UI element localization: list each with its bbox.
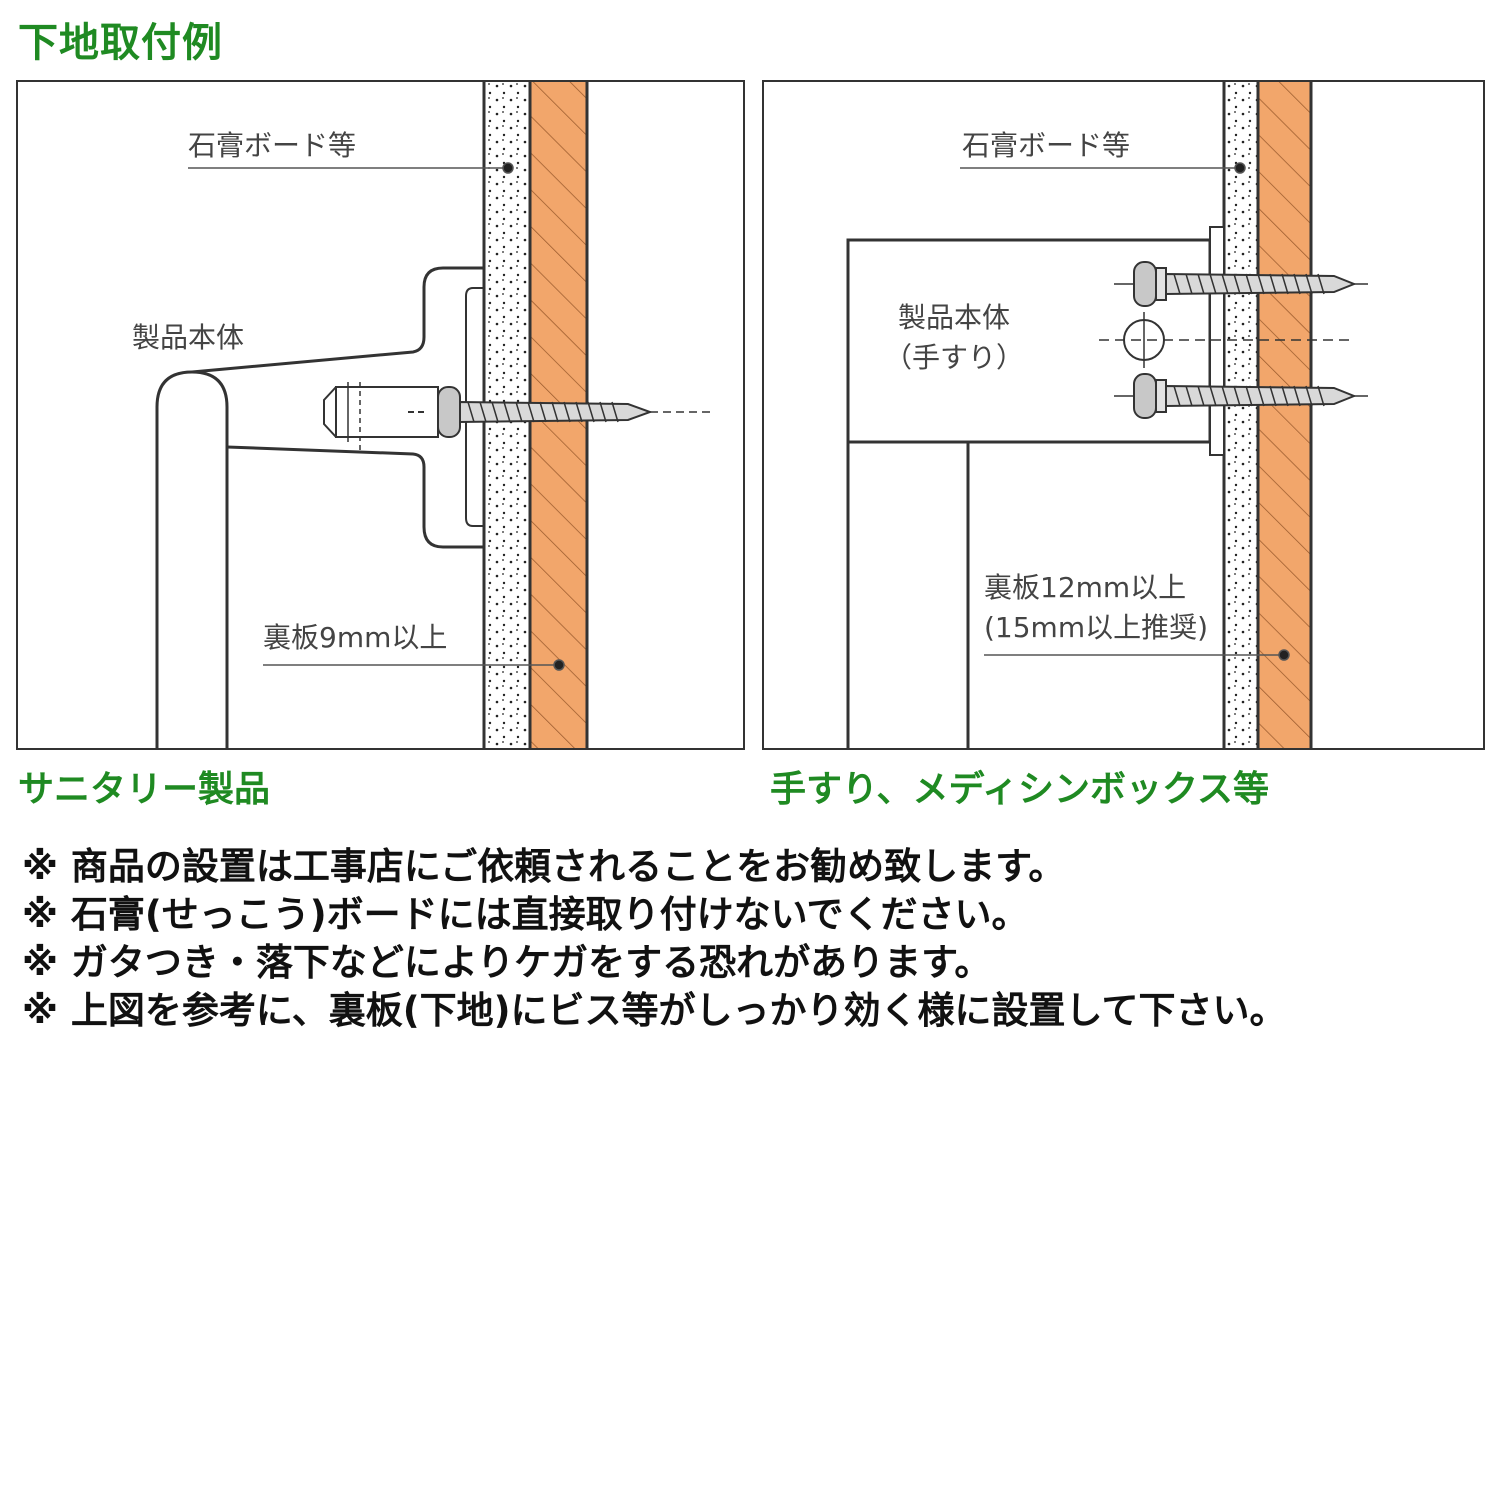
page-title: 下地取付例 [18,20,223,66]
handrail-diagram-svg: 石膏ボード等 製品本体 （手すり） 裏板12mm以上 (15mm以上推奨) [846,82,1368,748]
note-item: ※ 石膏(せっこう)ボードには直接取り付けないでください。 [22,893,1029,936]
note-item: ※ 上図を参考に、裏板(下地)にビス等がしっかり効く様に設置して下さい。 [22,989,1287,1032]
caption-handrail: 手すり、メディシンボックス等 [770,769,1269,810]
screw [408,386,712,438]
caption-sanitary: サニタリー製品 [18,769,271,810]
leaders [960,162,1290,661]
backing-sublabel: (15mm以上推奨) [984,611,1208,644]
product-label: 製品本体 [132,321,244,354]
product-sublabel: （手すり） [884,341,1024,374]
diagram-sanitary: 石膏ボード等 製品本体 裏板9mm以上 [16,80,745,750]
screw-upper [1114,261,1368,307]
backing-label: 裏板9mm以上 [263,621,447,654]
gypsum-board [1222,82,1260,748]
gypsum-label: 石膏ボード等 [962,129,1130,162]
leaders [188,162,565,671]
note-item: ※ ガタつき・落下などによりケガをする恐れがあります。 [22,941,992,984]
center-mark [1099,312,1349,368]
screw-lower [1114,373,1368,419]
sanitary-diagram-svg: 石膏ボード等 製品本体 裏板9mm以上 [132,82,712,748]
backing-board [1256,82,1313,748]
backing-label: 裏板12mm以上 [984,571,1186,604]
product-label: 製品本体 [898,301,1010,334]
notes: ※ 商品の設置は工事店にご依頼されることをお勧め致します。 ※ 石膏(せっこう)… [22,843,1482,1035]
note-item: ※ 商品の設置は工事店にご依頼されることをお勧め致します。 [22,845,1066,888]
gypsum-label: 石膏ボード等 [188,129,356,162]
diagram-handrail: 石膏ボード等 製品本体 （手すり） 裏板12mm以上 (15mm以上推奨) [762,80,1485,750]
